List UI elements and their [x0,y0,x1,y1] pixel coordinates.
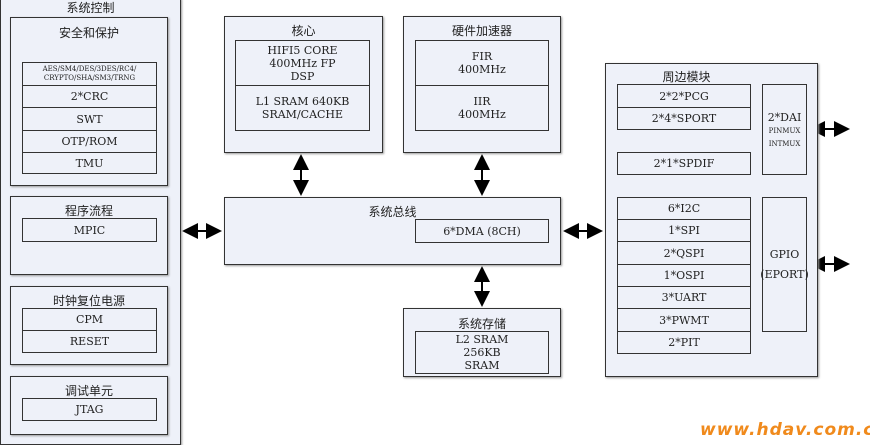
crc-row: 2*CRC [22,85,157,108]
ospi-row: 1*OSPI [617,264,751,287]
system-bus-title: 系统总线 [368,205,417,219]
gpio-block: GPIO (EPORT) [760,197,809,332]
reset-row: RESET [22,330,157,353]
jtag-row: JTAG [22,398,157,421]
program-flow-title: 程序流程 [64,204,113,218]
tmu-row: TMU [22,152,157,174]
spdif-row: 2*1*SPDIF [617,152,751,175]
otp-rom-row: OTP/ROM [22,130,157,153]
l2-sram-row: L2 SRAM 256KB SRAM [415,331,549,374]
dma-row: 6*DMA (8CH) [415,219,549,243]
debug-title: 调试单元 [64,384,113,398]
sport-row: 2*4*SPORT [617,107,751,130]
l1-sram-row: L1 SRAM 640KB SRAM/CACHE [235,85,370,131]
peripherals-title: 周边模块 [662,70,711,84]
watermark: www.hdav.com.cn [700,420,870,440]
pwmt-row: 3*PWMT [617,308,751,332]
mpic-row: MPIC [22,218,157,242]
core-title: 核心 [291,24,316,38]
pinmux-label: PINMUX [768,126,801,135]
crypto-row: AES/SM4/DES/3DES/RC4/ CRYPTO/SHA/SM3/TRN… [22,62,157,86]
pit-row: 2*PIT [617,331,751,354]
qspi-row: 2*QSPI [617,241,751,265]
iir-row: IIR 400MHz [415,85,549,131]
uart-row: 3*UART [617,286,751,309]
fir-row: FIR 400MHz [415,40,549,86]
system-control-title: 系统控制 [66,1,115,15]
accelerator-title: 硬件加速器 [451,24,512,38]
swt-row: SWT [22,107,157,131]
spi-row: 1*SPI [617,219,751,242]
security-title: 安全和保护 [58,26,119,40]
storage-title: 系统存储 [457,317,506,331]
clock-reset-power-title: 时钟复位电源 [52,294,125,308]
dai-block: 2*DAI PINMUX INTMUX [762,84,807,175]
i2c-row: 6*I2C [617,197,751,220]
cpm-row: CPM [22,308,157,331]
hifi5-core-row: HIFI5 CORE 400MHz FP DSP [235,40,370,86]
pcg-row: 2*2*PCG [617,84,751,108]
intmux-label: INTMUX [768,139,801,148]
dai-label: 2*DAI [767,110,802,124]
